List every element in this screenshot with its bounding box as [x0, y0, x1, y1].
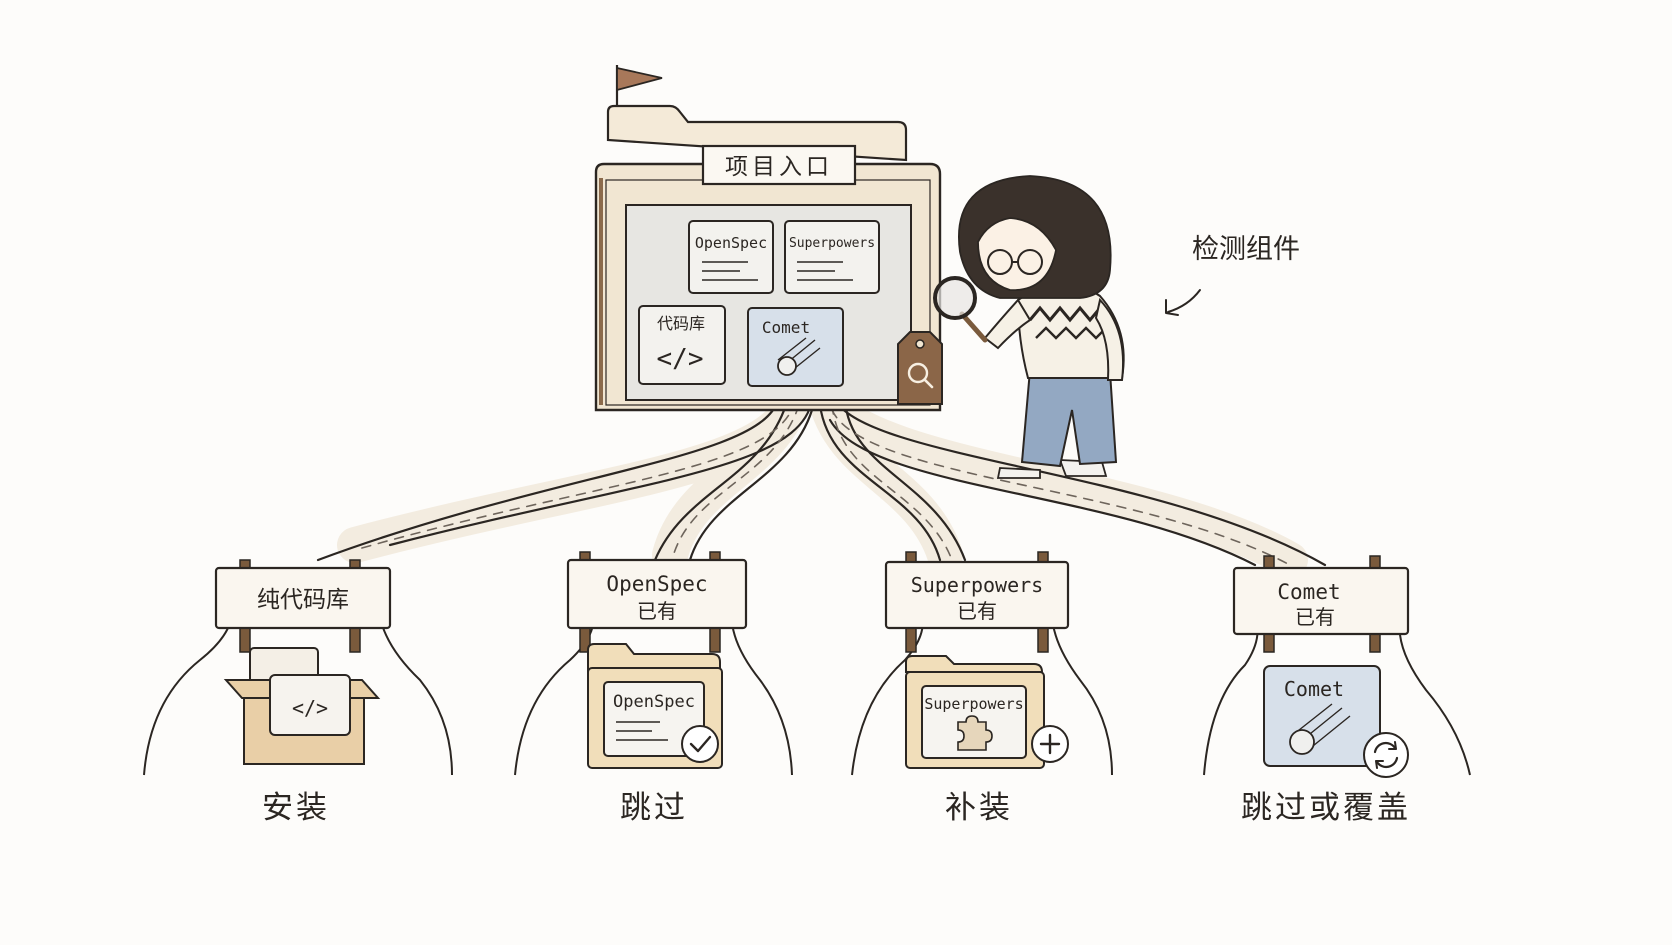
- sign-line2: 已有: [957, 599, 997, 623]
- signpost: Superpowers 已有: [884, 551, 1070, 653]
- search-icon: [907, 362, 929, 384]
- action-label: 安装: [262, 790, 330, 826]
- sign-line2: 已有: [637, 599, 677, 623]
- shoe: [996, 467, 1041, 479]
- jeans: [1020, 368, 1118, 468]
- card-comet: Comet: [747, 307, 844, 387]
- code-icon: </>: [657, 344, 704, 374]
- signpost: OpenSpec 已有: [566, 551, 748, 653]
- open-box-icon: </>: [223, 647, 381, 765]
- sign-line1: Comet: [1277, 580, 1340, 604]
- card-openspec: OpenSpec: [688, 220, 774, 294]
- sign-line1: 纯代码库: [257, 587, 349, 613]
- comet-card-icon: Comet: [1263, 665, 1409, 778]
- annotation-arrow: [1167, 289, 1201, 313]
- sign-line1: Superpowers: [911, 573, 1043, 597]
- folder-card-label: Superpowers: [924, 695, 1023, 713]
- flag-icon: [616, 66, 663, 92]
- girl-with-magnifier-illustration: [933, 175, 1125, 479]
- comet-card-label: Comet: [1284, 677, 1344, 701]
- project-entry-folder: 项目入口 OpenSpec Superpowers 代码库 </> Comet: [594, 65, 943, 412]
- action-label: 跳过: [620, 790, 688, 826]
- card-codebase: 代码库 </>: [638, 305, 726, 385]
- folder-icon: Superpowers: [905, 655, 1069, 769]
- action-label: 补装: [945, 790, 1013, 826]
- card-codebase-label: 代码库: [657, 314, 705, 333]
- entry-title: 项目入口: [725, 154, 833, 180]
- branch-superpowers: Superpowers 已有 Superpowers 补装: [851, 551, 1113, 826]
- card-superpowers-label: Superpowers: [789, 236, 875, 251]
- signpost: Comet 已有: [1232, 555, 1410, 653]
- branch-comet: Comet 已有 Comet 跳过或覆盖: [1203, 555, 1471, 826]
- sign-line1: OpenSpec: [606, 572, 707, 596]
- entry-title-plate: [701, 144, 857, 186]
- magnifying-glass-icon: [933, 276, 988, 343]
- card-openspec-label: OpenSpec: [695, 234, 767, 252]
- sign-line2: 已有: [1295, 605, 1335, 629]
- comet-icon: [1289, 729, 1315, 755]
- check-icon: [681, 725, 719, 763]
- annotation-text: 检测组件: [1192, 234, 1300, 265]
- folder-icon: OpenSpec: [587, 643, 723, 769]
- code-icon: </>: [292, 696, 328, 720]
- annotation: 检测组件: [1165, 234, 1300, 316]
- card-superpowers: Superpowers: [784, 220, 880, 294]
- signpost: 纯代码库: [214, 559, 392, 653]
- branch-codebase: 纯代码库 </> 安装: [143, 559, 453, 826]
- refresh-icon: [1363, 732, 1409, 778]
- road-network: [316, 377, 1327, 578]
- puzzle-icon: [957, 715, 993, 751]
- comet-icon: [777, 337, 821, 376]
- search-tag: [897, 331, 943, 405]
- arm: [1094, 297, 1125, 381]
- arm: [983, 298, 1032, 350]
- branch-openspec: OpenSpec 已有 OpenSpec 跳过: [514, 551, 793, 826]
- card-comet-label: Comet: [762, 318, 810, 337]
- action-label: 跳过或覆盖: [1241, 790, 1411, 826]
- folder-card-label: OpenSpec: [613, 692, 695, 712]
